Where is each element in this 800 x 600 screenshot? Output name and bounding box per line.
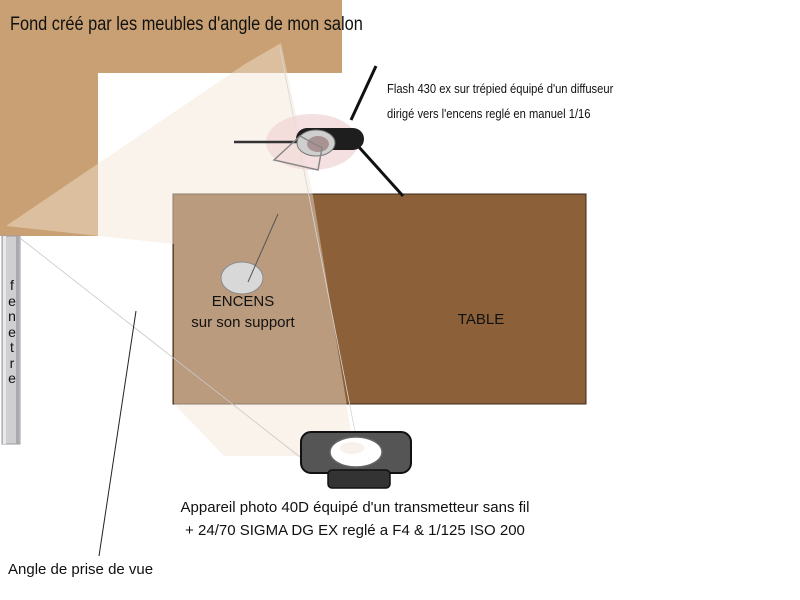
window-letter: e (8, 370, 16, 386)
corner-furniture-background (0, 0, 342, 236)
incense-label-line2: sur son support (191, 314, 295, 331)
incense-disc (220, 261, 264, 295)
incense-label: ENCENS sur son support (170, 291, 316, 333)
background-label: Fond créé par les meubles d'angle de mon… (10, 14, 363, 35)
table-label: TABLE (457, 311, 505, 328)
camera-label-line1: Appareil photo 40D équipé d'un transmett… (180, 499, 530, 516)
camera-top-view-icon (300, 431, 412, 489)
view-angle-line-right (279, 47, 361, 458)
window-letter: f (10, 277, 14, 293)
window-letter: e (8, 323, 16, 340)
flash-on-tripod-icon (234, 65, 405, 198)
camera-label-line2: + 24/70 SIGMA DG EX reglé a F4 & 1/125 I… (185, 522, 525, 539)
incense-label-line1: ENCENS (211, 293, 275, 310)
window-letter: e (8, 292, 16, 309)
shooting-angle-label: Angle de prise de vue (8, 561, 154, 578)
flash-label-line1: Flash 430 ex sur trépied équipé d'un dif… (387, 81, 614, 96)
window-letter: t (10, 339, 14, 355)
flash-label: Flash 430 ex sur trépied équipé d'un dif… (387, 76, 613, 126)
camera-label: Appareil photo 40D équipé d'un transmett… (150, 496, 560, 542)
flash-label-line2: dirigé vers l'encens reglé en manuel 1/1… (387, 106, 591, 121)
table (172, 193, 587, 405)
incense-stick-line (247, 213, 279, 283)
window-letter: n (8, 308, 16, 324)
window-letter: r (9, 354, 15, 371)
view-angle-line-left (19, 237, 301, 458)
angle-pointer-line (98, 310, 137, 557)
window (1, 235, 21, 445)
